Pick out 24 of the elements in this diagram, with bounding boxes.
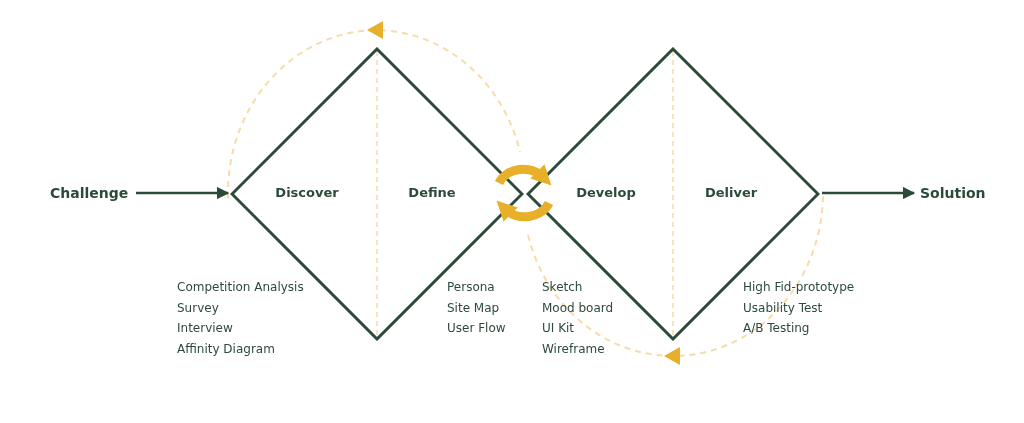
method-label: A/B Testing bbox=[743, 321, 810, 336]
method-label: UI Kit bbox=[542, 321, 575, 336]
method-label: Sketch bbox=[542, 280, 583, 295]
stage-label: Discover bbox=[275, 185, 339, 201]
stage-label: Develop bbox=[576, 185, 636, 201]
method-label: Usability Test bbox=[743, 301, 823, 316]
method-label: Interview bbox=[177, 321, 233, 336]
method-label: Wireframe bbox=[542, 342, 605, 357]
cycle-arrow bbox=[495, 164, 552, 186]
endpoint-label: Solution bbox=[920, 184, 986, 202]
arrow bbox=[136, 186, 230, 200]
method-label: User Flow bbox=[447, 321, 506, 336]
endpoint-label: Challenge bbox=[50, 184, 129, 202]
method-label: Survey bbox=[177, 301, 219, 316]
method-label: Competition Analysis bbox=[177, 280, 304, 295]
arrow bbox=[822, 186, 916, 200]
method-label: High Fid-prototype bbox=[743, 280, 855, 295]
method-label: Site Map bbox=[447, 301, 500, 316]
method-label: Mood board bbox=[542, 301, 614, 316]
method-label: Persona bbox=[447, 280, 495, 295]
cycle-arrow bbox=[496, 200, 553, 222]
stage-label: Deliver bbox=[704, 185, 758, 201]
stage-label: Define bbox=[408, 185, 456, 201]
method-label: Affinity Diagram bbox=[177, 342, 275, 357]
